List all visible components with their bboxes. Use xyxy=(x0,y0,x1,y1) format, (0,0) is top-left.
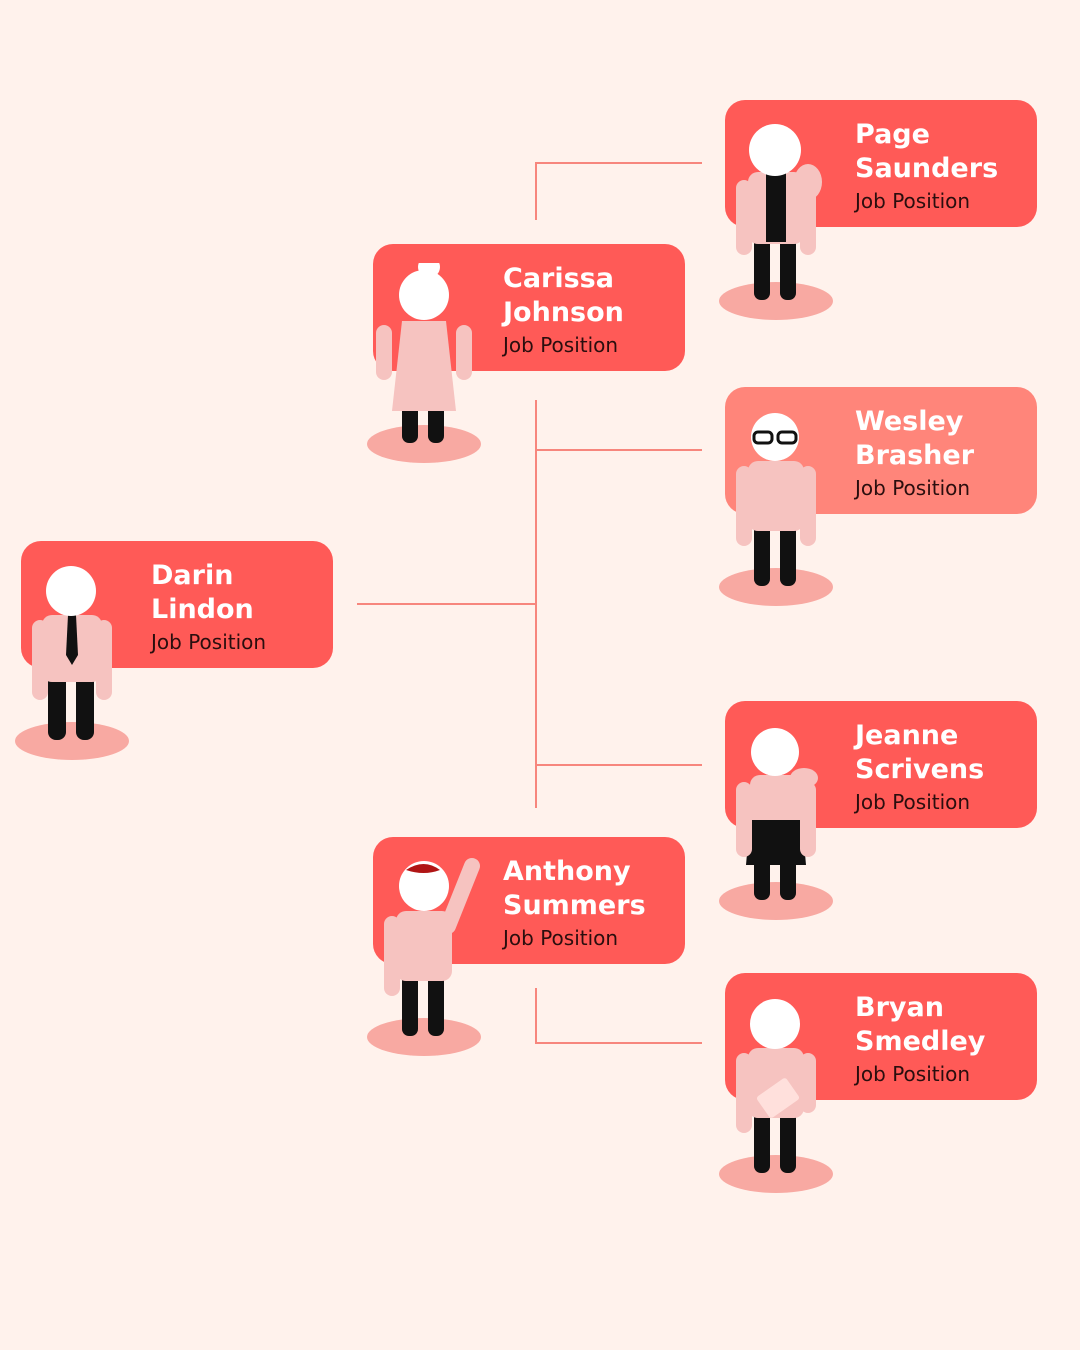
connector-bryan xyxy=(536,1042,702,1044)
last-name: Summers xyxy=(503,890,646,921)
person-figure-icon xyxy=(719,728,833,920)
last-name: Smedley xyxy=(855,1026,986,1057)
job-position: Job Position xyxy=(503,333,619,357)
first-name: Wesley xyxy=(855,406,964,437)
connector-wesley xyxy=(536,449,702,451)
person-figure-icon xyxy=(719,124,833,320)
job-position: Job Position xyxy=(855,790,971,814)
first-name: Carissa xyxy=(503,263,614,294)
person-figure-icon xyxy=(15,566,129,760)
job-position: Job Position xyxy=(855,1062,971,1086)
last-name: Johnson xyxy=(503,297,624,328)
first-name: Anthony xyxy=(503,856,631,887)
first-name: Bryan xyxy=(855,992,944,1023)
person-figure-icon xyxy=(367,263,481,463)
last-name: Scrivens xyxy=(855,754,985,785)
job-position: Job Position xyxy=(855,189,971,213)
connector-carissa-vertical xyxy=(535,162,537,220)
first-name: Jeanne xyxy=(855,720,959,751)
job-position: Job Position xyxy=(503,926,619,950)
job-position: Job Position xyxy=(151,630,267,654)
first-name: Darin xyxy=(151,560,234,591)
connector-page xyxy=(536,162,702,164)
person-figure-icon xyxy=(719,413,833,606)
job-position: Job Position xyxy=(855,476,971,500)
connector-anthony-vertical xyxy=(535,988,537,1044)
connector-darin xyxy=(357,603,537,605)
last-name: Lindon xyxy=(151,594,254,625)
first-name: Page xyxy=(855,119,930,150)
connector-trunk xyxy=(535,400,537,808)
connector-jeanne xyxy=(536,764,702,766)
last-name: Saunders xyxy=(855,153,999,184)
person-figure-icon xyxy=(719,999,833,1193)
last-name: Brasher xyxy=(855,440,975,471)
person-figure-icon xyxy=(367,858,481,1056)
